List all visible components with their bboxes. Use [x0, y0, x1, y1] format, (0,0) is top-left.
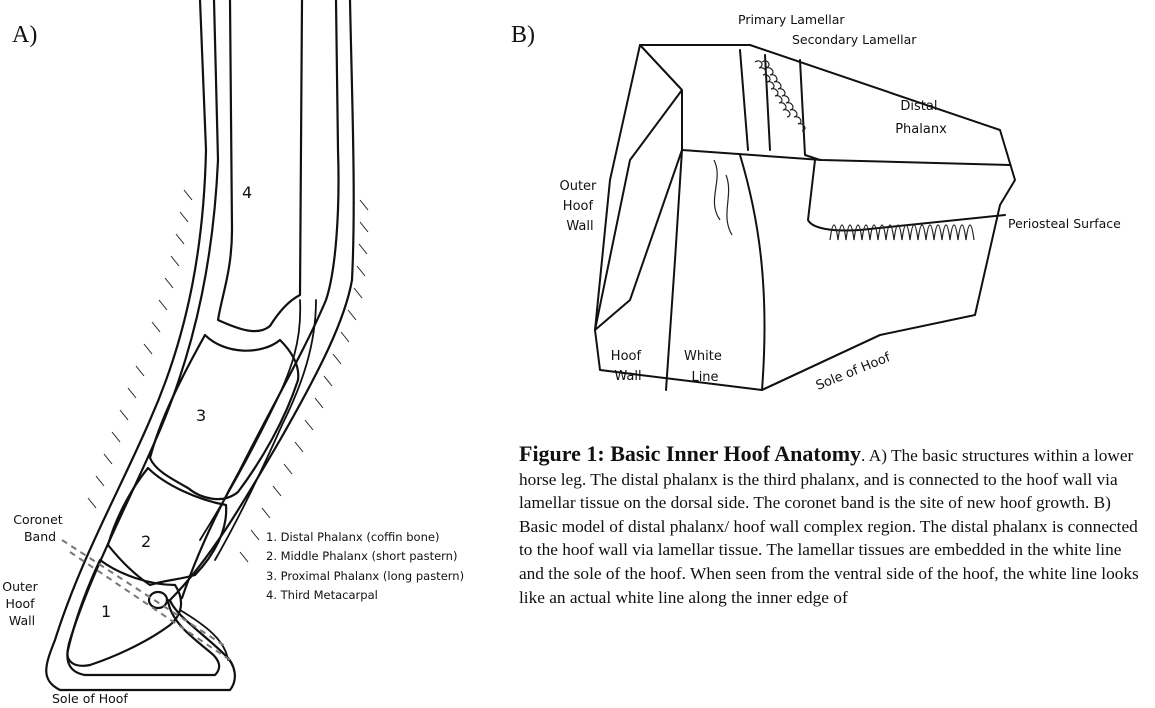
- figure-caption: Figure 1: Basic Inner Hoof Anatomy. A) T…: [519, 442, 1139, 609]
- white-line-label: White Line: [684, 349, 726, 385]
- legend-item: 4. Third Metacarpal: [266, 588, 378, 602]
- hair-strokes: [88, 190, 368, 562]
- periosteal-surface-label: Periosteal Surface: [1008, 216, 1121, 231]
- legend-item: 3. Proximal Phalanx (long pastern): [266, 569, 464, 583]
- panel-a-leg-diagram: A) 4 3 2 1 Coronet Band Outer Hoof Wall …: [0, 0, 520, 708]
- outer-hoof-wall-label-a: Outer Hoof Wall: [2, 579, 41, 628]
- legend-item: 1. Distal Phalanx (coffin bone): [266, 530, 439, 544]
- panel-b-letter: B): [511, 22, 535, 48]
- bone-4-metacarpal: [218, 0, 302, 331]
- secondary-lamellar-label: Secondary Lamellar: [792, 32, 917, 47]
- caption-body: . A) The basic structures within a lower…: [519, 446, 1139, 607]
- panel-b-hoof-block-diagram: B) Primary Lamellar Secondary Lamellar D…: [500, 0, 1155, 400]
- sole-of-hoof-label-a: Sole of Hoof: [52, 691, 128, 706]
- legend-item: 2. Middle Phalanx (short pastern): [266, 549, 457, 563]
- bone-legend: 1. Distal Phalanx (coffin bone) 2. Middl…: [266, 530, 464, 602]
- hoof-wall-label-b: Hoof Wall: [611, 349, 645, 384]
- lamellae-loops: [714, 61, 974, 240]
- bone-1-distal-phalanx: [67, 560, 181, 666]
- distal-phalanx-label-b: Distal Phalanx: [895, 99, 947, 137]
- panel-a-letter: A): [12, 22, 37, 48]
- bone-3-label: 3: [196, 406, 206, 425]
- caption-title: Figure 1: Basic Inner Hoof Anatomy: [519, 441, 861, 466]
- sole-of-hoof-label-b: Sole of Hoof: [814, 350, 893, 394]
- bone-4-label: 4: [242, 183, 252, 202]
- primary-lamellar-label: Primary Lamellar: [738, 12, 845, 27]
- outer-hoof-wall-label-b: Outer Hoof Wall: [559, 179, 600, 234]
- coronet-band-label: Coronet Band: [13, 512, 66, 544]
- bone-1-label: 1: [101, 602, 111, 621]
- bone-2-label: 2: [141, 532, 151, 551]
